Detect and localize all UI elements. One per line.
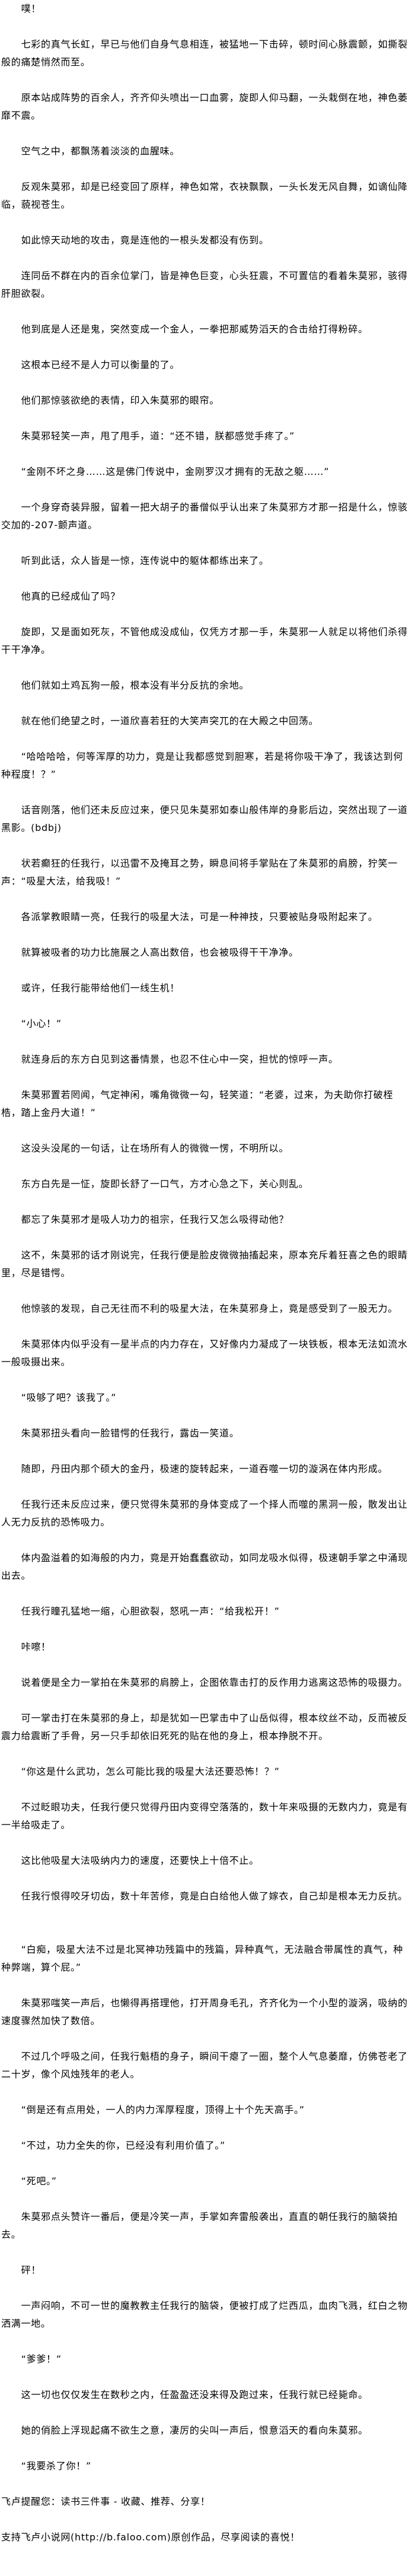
paragraph: 砰！ <box>21 2264 42 2276</box>
paragraph: 任我行还未反应过来，便只觉得朱莫邪的身体变成了一个择人而噬的黑洞一般，散发出让人… <box>1 1499 408 1528</box>
paragraph: 各派掌教眼睛一亮，任我行的吸星大法，可是一种神技，只要被贴身吸附起来了。 <box>21 911 378 922</box>
paragraph: “白痴，吸星大法不过是北冥神功残篇中的残篇，异种真气，无法融合带属性的真气，种种… <box>1 1944 403 1973</box>
paragraph: 咔嚓！ <box>21 1641 51 1652</box>
paragraph: 不过几个呼吸之间，任我行魁梧的身子，瞬间干瘪了一圈，整个人气息萎靡，仿佛苍老了二… <box>1 2051 408 2080</box>
paragraph: 就在他们绝望之时，一道欣喜若狂的大笑声突兀的在大殿之中回荡。 <box>21 715 319 727</box>
paragraph: 原本站成阵势的百余人，齐齐仰头喷出一口血雾，旋即人仰马翻，一头栽倒在地，神色萎靡… <box>1 92 408 121</box>
paragraph: “爹爹！” <box>21 2353 62 2365</box>
chapter-content: 噗！ 七彩的真气长虹，早已与他们自身气息相连，被猛地一下击碎，顿时间心脉震颤，如撕… <box>1 0 411 2543</box>
paragraph: 他真的已经成仙了吗？ <box>21 591 120 602</box>
paragraph: 反观朱莫邪，却是已经变回了原样，神色如常，衣袂飘飘，一头长发无风自舞，如谪仙降临… <box>1 181 408 210</box>
paragraph: 朱莫邪扭头看向一脸错愕的任我行，露齿一笑道。 <box>21 1427 240 1439</box>
paragraph: 这不，朱莫邪的话才刚说完，任我行便是脸皮微微抽搐起来，原本充斥着狂喜之色的眼睛里… <box>1 1249 408 1279</box>
paragraph: 他们就如土鸡瓦狗一般，根本没有半分反抗的余地。 <box>21 680 250 691</box>
paragraph: 随即，丹田内那个硕大的金丹，极速的旋转起来，一道吞噬一切的漩涡在体内形成。 <box>21 1463 388 1474</box>
paragraph: 朱莫邪置若罔闻，气定神闲，嘴角微微一勾，轻笑道：“老婆，过来，为夫助你打破桎梏，… <box>1 1089 394 1118</box>
paragraph: 朱莫邪嗤笑一声后，也懒得再搭理他，打开周身毛孔，齐齐化为一个小型的漩涡，吸纳的速… <box>1 1997 408 2026</box>
paragraph: “不过，功力全失的你，已经没有利用价值了。” <box>21 2140 226 2151</box>
paragraph: 这一切也仅仅发生在数秒之内，任盈盈还没来得及跑过来，任我行就已经毙命。 <box>21 2389 368 2400</box>
paragraph: 就算被吸者的功力比施展之人高出数倍，也会被吸得干干净净。 <box>21 947 299 958</box>
paragraph: 噗！ <box>21 3 42 14</box>
paragraph: “死吧。” <box>21 2175 57 2187</box>
paragraph: 这比他吸星大法吸纳内力的速度，还要快上十倍不止。 <box>21 1855 259 1866</box>
paragraph: “吸够了吧？该我了。” <box>21 1392 117 1403</box>
paragraph: 朱莫邪点头赞许一番后，便是冷笑一声，手掌如奔雷般袭出，直直的朝任我行的脑袋拍去。 <box>1 2211 398 2240</box>
paragraph: “你这是什么武功，怎么可能比我的吸星大法还要恐怖！？” <box>21 1766 280 1777</box>
paragraph: 任我行恨得咬牙切齿，数十年苦修，竟是白白给他人做了嫁衣，自己却是根本无力反抗。 <box>21 1890 408 1902</box>
paragraph: 东方白先是一怔，旋即长舒了一口气，方才心急之下，关心则乱。 <box>21 1178 309 1189</box>
paragraph: 这根本已经不是人力可以衡量的了。 <box>21 359 180 370</box>
paragraph: 如此惊天动地的攻击，竟是连他的一根头发都没有伤到。 <box>21 234 269 246</box>
footer-support: 支持飞卢小说网(http://b.faloo.com)原创作品，尽享阅读的喜悦！ <box>1 2531 300 2543</box>
paragraph: 他们那惊骇欲绝的表情，印入朱莫邪的眼帘。 <box>21 395 219 406</box>
paragraph: 都忘了朱莫邪才是吸人功力的祖宗，任我行又怎么吸得动他？ <box>21 1214 289 1225</box>
paragraph: 旋即，又是面如死灰，不管他成没成仙，仅凭方才那一手，朱莫邪一人就足以将他们杀得干… <box>1 626 408 655</box>
chapter-paragraphs: 噗！ 七彩的真气长虹，早已与他们自身气息相连，被猛地一下击碎，顿时间心脉震颤，如撕… <box>1 0 411 2475</box>
paragraph: 她的俏脸上浮现起痛不欲生之意，凄厉的尖叫一声后，恨意滔天的看向朱莫邪。 <box>21 2425 368 2436</box>
paragraph: 体内盈溢着的如海般的内力，竟是开始蠢蠢欲动，如同龙吸水似得，极速朝手掌之中涌现出… <box>1 1552 408 1581</box>
paragraph: 他惊骇的发现，自己无往而不利的吸星大法，在朱莫邪身上，竟是感受到了一股无力。 <box>21 1303 398 1314</box>
footer-reminder: 飞卢提醒您：读书三件事 - 收藏、推荐、分享！ <box>1 2496 210 2507</box>
paragraph: 任我行瞳孔猛地一缩，心胆欲裂，怒吼一声：“给我松开！” <box>21 1606 280 1617</box>
paragraph: “我要杀了你！” <box>21 2460 91 2472</box>
paragraph: “哈哈哈哈，何等浑厚的功力，竟是让我都感觉到胆寒，若是将你吸干净了，我该达到何种… <box>1 751 403 780</box>
paragraph: 或许，任我行能带给他们一线生机！ <box>21 982 180 994</box>
paragraph: 一个身穿奇装异服，留着一把大胡子的番僧似乎认出来了朱莫邪方才那一招是什么，惊骇交… <box>1 502 408 531</box>
paragraph: 说着便是全力一掌拍在朱莫邪的肩膀上，企图依靠击打的反作用力逃离这恐怖的吸摄力。 <box>21 1677 408 1688</box>
paragraph: 状若癫狂的任我行，以迅雷不及掩耳之势，瞬息间将手掌贴在了朱莫邪的肩膀，狞笑一声：… <box>1 858 398 887</box>
paragraph: 话音刚落，他们还未反应过来，便只见朱莫邪如泰山般伟岸的身影后边，突然出现了一道黑… <box>1 804 408 833</box>
paragraph: “小心！” <box>21 1018 62 1029</box>
paragraph: 朱莫邪轻笑一声，甩了甩手，道：“还不错，朕都感觉手疼了。” <box>21 430 295 442</box>
paragraph: 连同岳不群在内的百余位掌门，皆是神色巨变，心头狂震，不可置信的看着朱莫邪，骇得肝… <box>1 270 408 299</box>
paragraph: 可一掌击打在朱莫邪的身上，却是犹如一巴掌击中了山岳似得，根本纹丝不动，反而被反震… <box>1 1712 408 1741</box>
paragraph: 七彩的真气长虹，早已与他们自身气息相连，被猛地一下击碎，顿时间心脉震颤，如撕裂般… <box>1 39 408 68</box>
paragraph: 不过眨眼功夫，任我行便只觉得丹田内变得空落落的，数十年来吸摄的无数内力，竟是有一… <box>1 1801 408 1831</box>
paragraph: 朱莫邪体内似乎没有一星半点的内力存在，又好像内力凝成了一块铁板，根本无法如流水一… <box>1 1338 408 1368</box>
paragraph: 空气之中，都飘荡着淡淡的血腥味。 <box>21 145 180 157</box>
paragraph: “金刚不坏之身……这是佛门传说中，金刚罗汉才拥有的无敌之躯……” <box>21 466 330 477</box>
paragraph: 听到此话，众人皆是一惊，连传说中的躯体都练出来了。 <box>21 555 269 566</box>
paragraph: “倒是还有点用处，一人的内力浑厚程度，顶得上十个先天高手。” <box>21 2104 305 2115</box>
paragraph: 就连身后的东方白见到这番情景，也忍不住心中一突，担忧的惊呼一声。 <box>21 1054 339 1065</box>
paragraph: 这没头没尾的一句话，让在场所有人的微微一愣，不明所以。 <box>21 1143 289 1154</box>
paragraph: 他到底是人还是鬼，突然变成一个金人，一拳把那威势滔天的合击给打得粉碎。 <box>21 323 368 335</box>
paragraph: 一声闷响，不可一世的魔教教主任我行的脑袋，便被打成了烂西瓜，血肉飞溅，红白之物洒… <box>1 2300 408 2329</box>
